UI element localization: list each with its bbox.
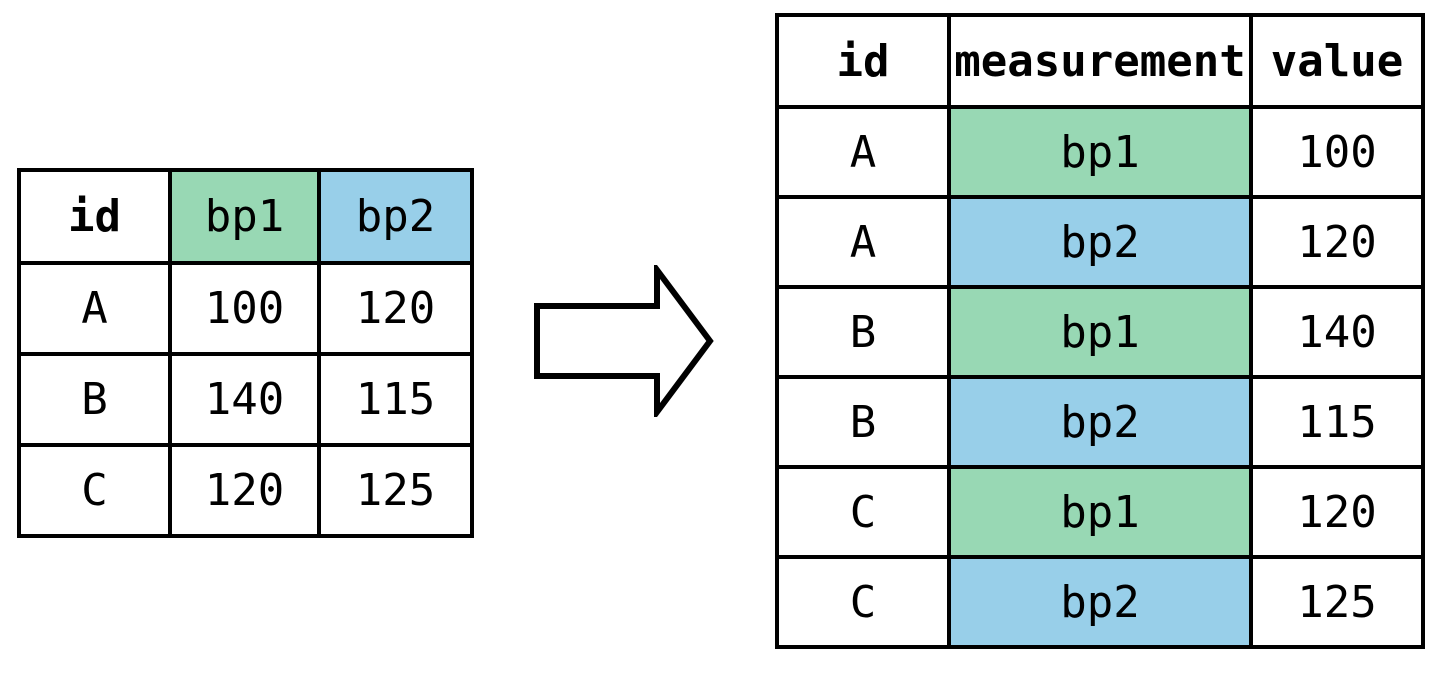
long-table-row: A bp2 120: [775, 195, 1425, 289]
long-cell-value: 125: [1249, 555, 1425, 649]
long-cell-id: B: [775, 375, 951, 469]
long-cell-measurement: bp1: [947, 465, 1253, 559]
long-table-row: A bp1 100: [775, 105, 1425, 199]
long-header-measurement: measurement: [947, 13, 1253, 109]
wide-header-bp2: bp2: [317, 168, 474, 265]
wide-cell-id: C: [17, 443, 172, 538]
long-table-row: C bp1 120: [775, 465, 1425, 559]
wide-cell-id: A: [17, 261, 172, 356]
long-cell-measurement: bp2: [947, 375, 1253, 469]
wide-cell-bp2: 120: [317, 261, 474, 356]
long-cell-id: C: [775, 555, 951, 649]
long-table-header-row: id measurement value: [775, 13, 1425, 109]
wide-table-header-row: id bp1 bp2: [17, 168, 474, 265]
long-cell-value: 140: [1249, 285, 1425, 379]
long-table-row: B bp1 140: [775, 285, 1425, 379]
wide-cell-bp1: 100: [168, 261, 321, 356]
wide-table: id bp1 bp2 A 100 120 B 140 115 C 120 125: [17, 168, 474, 538]
long-cell-measurement: bp1: [947, 285, 1253, 379]
long-cell-value: 100: [1249, 105, 1425, 199]
long-cell-id: A: [775, 105, 951, 199]
long-cell-value: 120: [1249, 195, 1425, 289]
long-cell-measurement: bp2: [947, 195, 1253, 289]
wide-table-row: B 140 115: [17, 352, 474, 447]
wide-cell-bp1: 120: [168, 443, 321, 538]
long-header-value: value: [1249, 13, 1425, 109]
wide-table-row: C 120 125: [17, 443, 474, 538]
wide-table-row: A 100 120: [17, 261, 474, 356]
wide-cell-bp1: 140: [168, 352, 321, 447]
long-cell-measurement: bp2: [947, 555, 1253, 649]
long-cell-id: A: [775, 195, 951, 289]
right-arrow-icon: [534, 265, 714, 417]
long-table: id measurement value A bp1 100 A bp2 120…: [775, 13, 1425, 649]
long-cell-id: C: [775, 465, 951, 559]
long-cell-value: 115: [1249, 375, 1425, 469]
wide-cell-bp2: 115: [317, 352, 474, 447]
wide-cell-bp2: 125: [317, 443, 474, 538]
wide-header-bp1: bp1: [168, 168, 321, 265]
wide-header-id: id: [17, 168, 172, 265]
long-cell-id: B: [775, 285, 951, 379]
wide-cell-id: B: [17, 352, 172, 447]
long-cell-value: 120: [1249, 465, 1425, 559]
long-table-row: C bp2 125: [775, 555, 1425, 649]
long-header-id: id: [775, 13, 951, 109]
long-cell-measurement: bp1: [947, 105, 1253, 199]
long-table-row: B bp2 115: [775, 375, 1425, 469]
